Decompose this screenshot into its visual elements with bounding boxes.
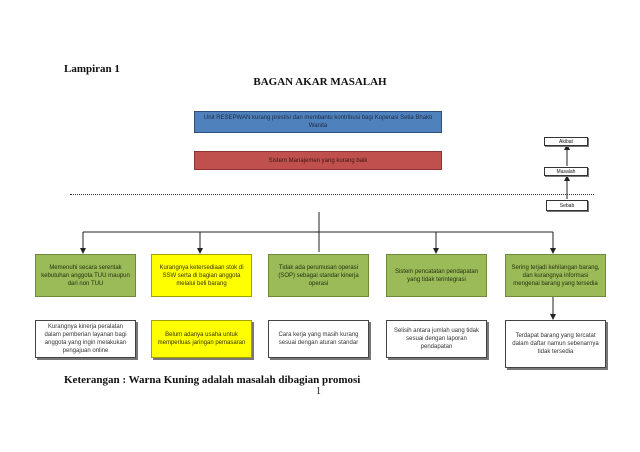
page-number: 1 bbox=[316, 386, 321, 397]
effect-box-1: Kurangnya kinerja peralatan dalam pember… bbox=[35, 320, 136, 358]
root-problem-box: Sistem Manajemen yang kurang baik bbox=[194, 151, 442, 170]
effect-box-2: Belum adanya usaha untuk memperluas jari… bbox=[151, 320, 252, 358]
effect-main-box: Unit RESEPWAN kurang prestisi dan memban… bbox=[194, 111, 442, 133]
cause-text: Tidak ada perumusan operasi (SOP) sebaga… bbox=[278, 264, 359, 287]
legend-sebab-text: Sebab bbox=[559, 202, 575, 209]
cause-text: Memenuhi secara serentak kebutuhan anggo… bbox=[41, 264, 130, 287]
legend-masalah-text: Masalah bbox=[556, 168, 576, 175]
attachment-label: Lampiran 1 bbox=[64, 63, 120, 75]
cause-box-5: Sering terjadi kehilangan barang, dan ku… bbox=[505, 254, 606, 297]
effect-main-text: Unit RESEPWAN kurang prestisi dan memban… bbox=[203, 115, 433, 129]
arrowhead bbox=[564, 144, 570, 150]
page-title-text: BAGAN AKAR MASALAH bbox=[253, 76, 387, 88]
effect-box-3: Cara kerja yang masih kurang sesuai deng… bbox=[268, 320, 369, 358]
cause-box-1: Memenuhi secara serentak kebutuhan anggo… bbox=[35, 254, 136, 297]
cause-text: Sistem pencatatan pendapatan yang tidak … bbox=[394, 268, 479, 283]
cause-box-3: Tidak ada perumusan operasi (SOP) sebaga… bbox=[268, 254, 369, 297]
effect-text: Belum adanya usaha untuk memperluas jari… bbox=[157, 332, 246, 346]
legend-akibat-text: Akibat bbox=[559, 138, 573, 145]
effect-text: Cara kerja yang masih kurang sesuai deng… bbox=[278, 332, 359, 346]
effect-text: Terdapat barang yang tercatat dalam daft… bbox=[512, 333, 599, 355]
legend-sebab-box: Sebab bbox=[546, 200, 588, 211]
arrowhead bbox=[433, 248, 439, 254]
arrowhead bbox=[197, 248, 203, 254]
effect-box-4: Selisih antara jumlah uang tidak sesuai … bbox=[386, 320, 487, 358]
arrowhead bbox=[564, 175, 570, 181]
arrowhead bbox=[80, 248, 86, 254]
page-title: BAGAN AKAR MASALAH bbox=[0, 76, 640, 88]
footer-note: Keterangan : Warna Kuning adalah masalah… bbox=[64, 374, 361, 386]
arrowhead bbox=[550, 314, 556, 320]
arrowhead bbox=[550, 248, 556, 254]
divider-line bbox=[70, 194, 594, 195]
root-problem-text: Sistem Manajemen yang kurang baik bbox=[268, 157, 368, 164]
cause-text: Sering terjadi kehilangan barang, dan ku… bbox=[511, 264, 600, 287]
cause-box-2: Kurangnya ketersediaan stok di SSW serta… bbox=[151, 254, 252, 297]
cause-text: Kurangnya ketersediaan stok di SSW serta… bbox=[159, 264, 244, 287]
effect-text: Kurangnya kinerja peralatan dalam pember… bbox=[44, 324, 127, 354]
legend-masalah-box: Masalah bbox=[544, 167, 588, 176]
legend-akibat-box: Akibat bbox=[544, 137, 588, 146]
cause-box-4: Sistem pencatatan pendapatan yang tidak … bbox=[386, 254, 487, 297]
effect-text: Selisih antara jumlah uang tidak sesuai … bbox=[393, 328, 480, 350]
effect-box-5: Terdapat barang yang tercatat dalam daft… bbox=[505, 320, 606, 368]
